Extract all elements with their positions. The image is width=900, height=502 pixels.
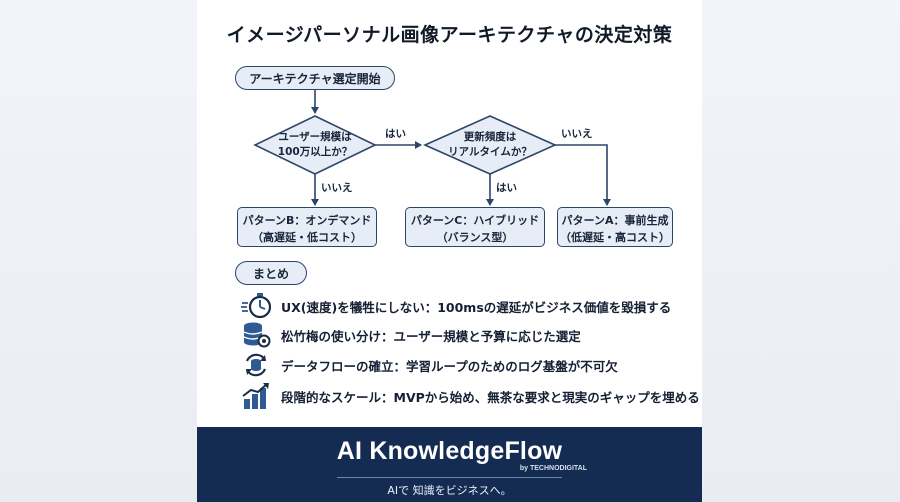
pattern-c-note: （バランス型） [436, 231, 514, 244]
label-d2-yes: はい [496, 182, 517, 194]
start-node-label: アーキテクチャ選定開始 [249, 71, 381, 86]
label-d1-yes: はい [385, 128, 406, 140]
left-backdrop [0, 0, 197, 502]
stopwatch-icon [241, 293, 271, 319]
footer-banner: AI KnowledgeFlow by TECHNODIGITAL AIで 知識… [197, 427, 702, 502]
summary-item-scale-text: 段階的なスケール：MVPから始め、無茶な要求と現実のギャップを埋める [281, 389, 700, 405]
summary-item-scale: 段階的なスケール：MVPから始め、無茶な要求と現実のギャップを埋める [241, 382, 700, 410]
brand-logo: AI KnowledgeFlow [336, 437, 563, 465]
pattern-c-box: パターンC：ハイブリッド （バランス型） [405, 207, 545, 247]
pattern-b-note: （高遅延・低コスト） [252, 231, 362, 244]
decision1-line1: ユーザー規模は [278, 131, 352, 143]
pattern-b-box: パターンB：オンデマンド （高遅延・低コスト） [237, 207, 377, 247]
summary-item-tiers: 松竹梅の使い分け：ユーザー規模と予算に応じた選定 [241, 321, 581, 349]
arrow-d2-no [555, 144, 611, 206]
pattern-a-title: パターンA：事前生成 [561, 214, 669, 227]
summary-item-ux-text: UX(速度)を犠牲にしない：100msの遅延がビジネス価値を毀損する [281, 299, 672, 315]
decision2-line2: リアルタイムか？ [448, 146, 532, 158]
infographic-panel: イメージパーソナル画像アーキテクチャの決定対策 アーキテクチャ選定開始 ユーザー… [197, 0, 702, 502]
decision2-line1: 更新頻度は [463, 131, 517, 143]
decision1-text: ユーザー規模は 100万以上か？ [260, 130, 370, 160]
pattern-c-title: パターンC：ハイブリッド [410, 214, 540, 227]
brand-tagline: AIで 知識をビジネスへ。 [387, 484, 512, 497]
database-gear-icon [243, 322, 271, 348]
summary-item-ux: UX(速度)を犠牲にしない：100msの遅延がビジネス価値を毀損する [241, 292, 671, 320]
summary-heading: まとめ [235, 261, 307, 285]
brand-byline: by TECHNODIGITAL [519, 465, 587, 472]
label-d2-no: いいえ [561, 128, 593, 140]
summary-item-tiers-text: 松竹梅の使い分け：ユーザー規模と予算に応じた選定 [281, 328, 581, 344]
data-cycle-icon [245, 353, 267, 377]
right-backdrop [702, 0, 900, 502]
growth-chart-icon [242, 383, 269, 409]
summary-heading-label: まとめ [252, 266, 289, 281]
start-node: アーキテクチャ選定開始 [235, 66, 395, 90]
label-d1-no: いいえ [321, 182, 353, 194]
summary-item-dataflow-text: データフローの確立：学習ループのためのログ基盤が不可欠 [281, 358, 618, 374]
footer-divider [337, 477, 562, 478]
decision1-line2: 100万以上か？ [277, 146, 353, 158]
pattern-a-box: パターンA：事前生成 （低遅延・高コスト） [557, 207, 673, 247]
pattern-b-title: パターンB：オンデマンド [242, 214, 372, 227]
summary-item-dataflow: データフローの確立：学習ループのためのログ基盤が不可欠 [241, 351, 618, 379]
page-title: イメージパーソナル画像アーキテクチャの決定対策 [226, 24, 673, 46]
decision2-text: 更新頻度は リアルタイムか？ [430, 130, 550, 160]
pattern-a-note: （低遅延・高コスト） [560, 231, 670, 244]
flowchart-connectors [253, 90, 611, 206]
